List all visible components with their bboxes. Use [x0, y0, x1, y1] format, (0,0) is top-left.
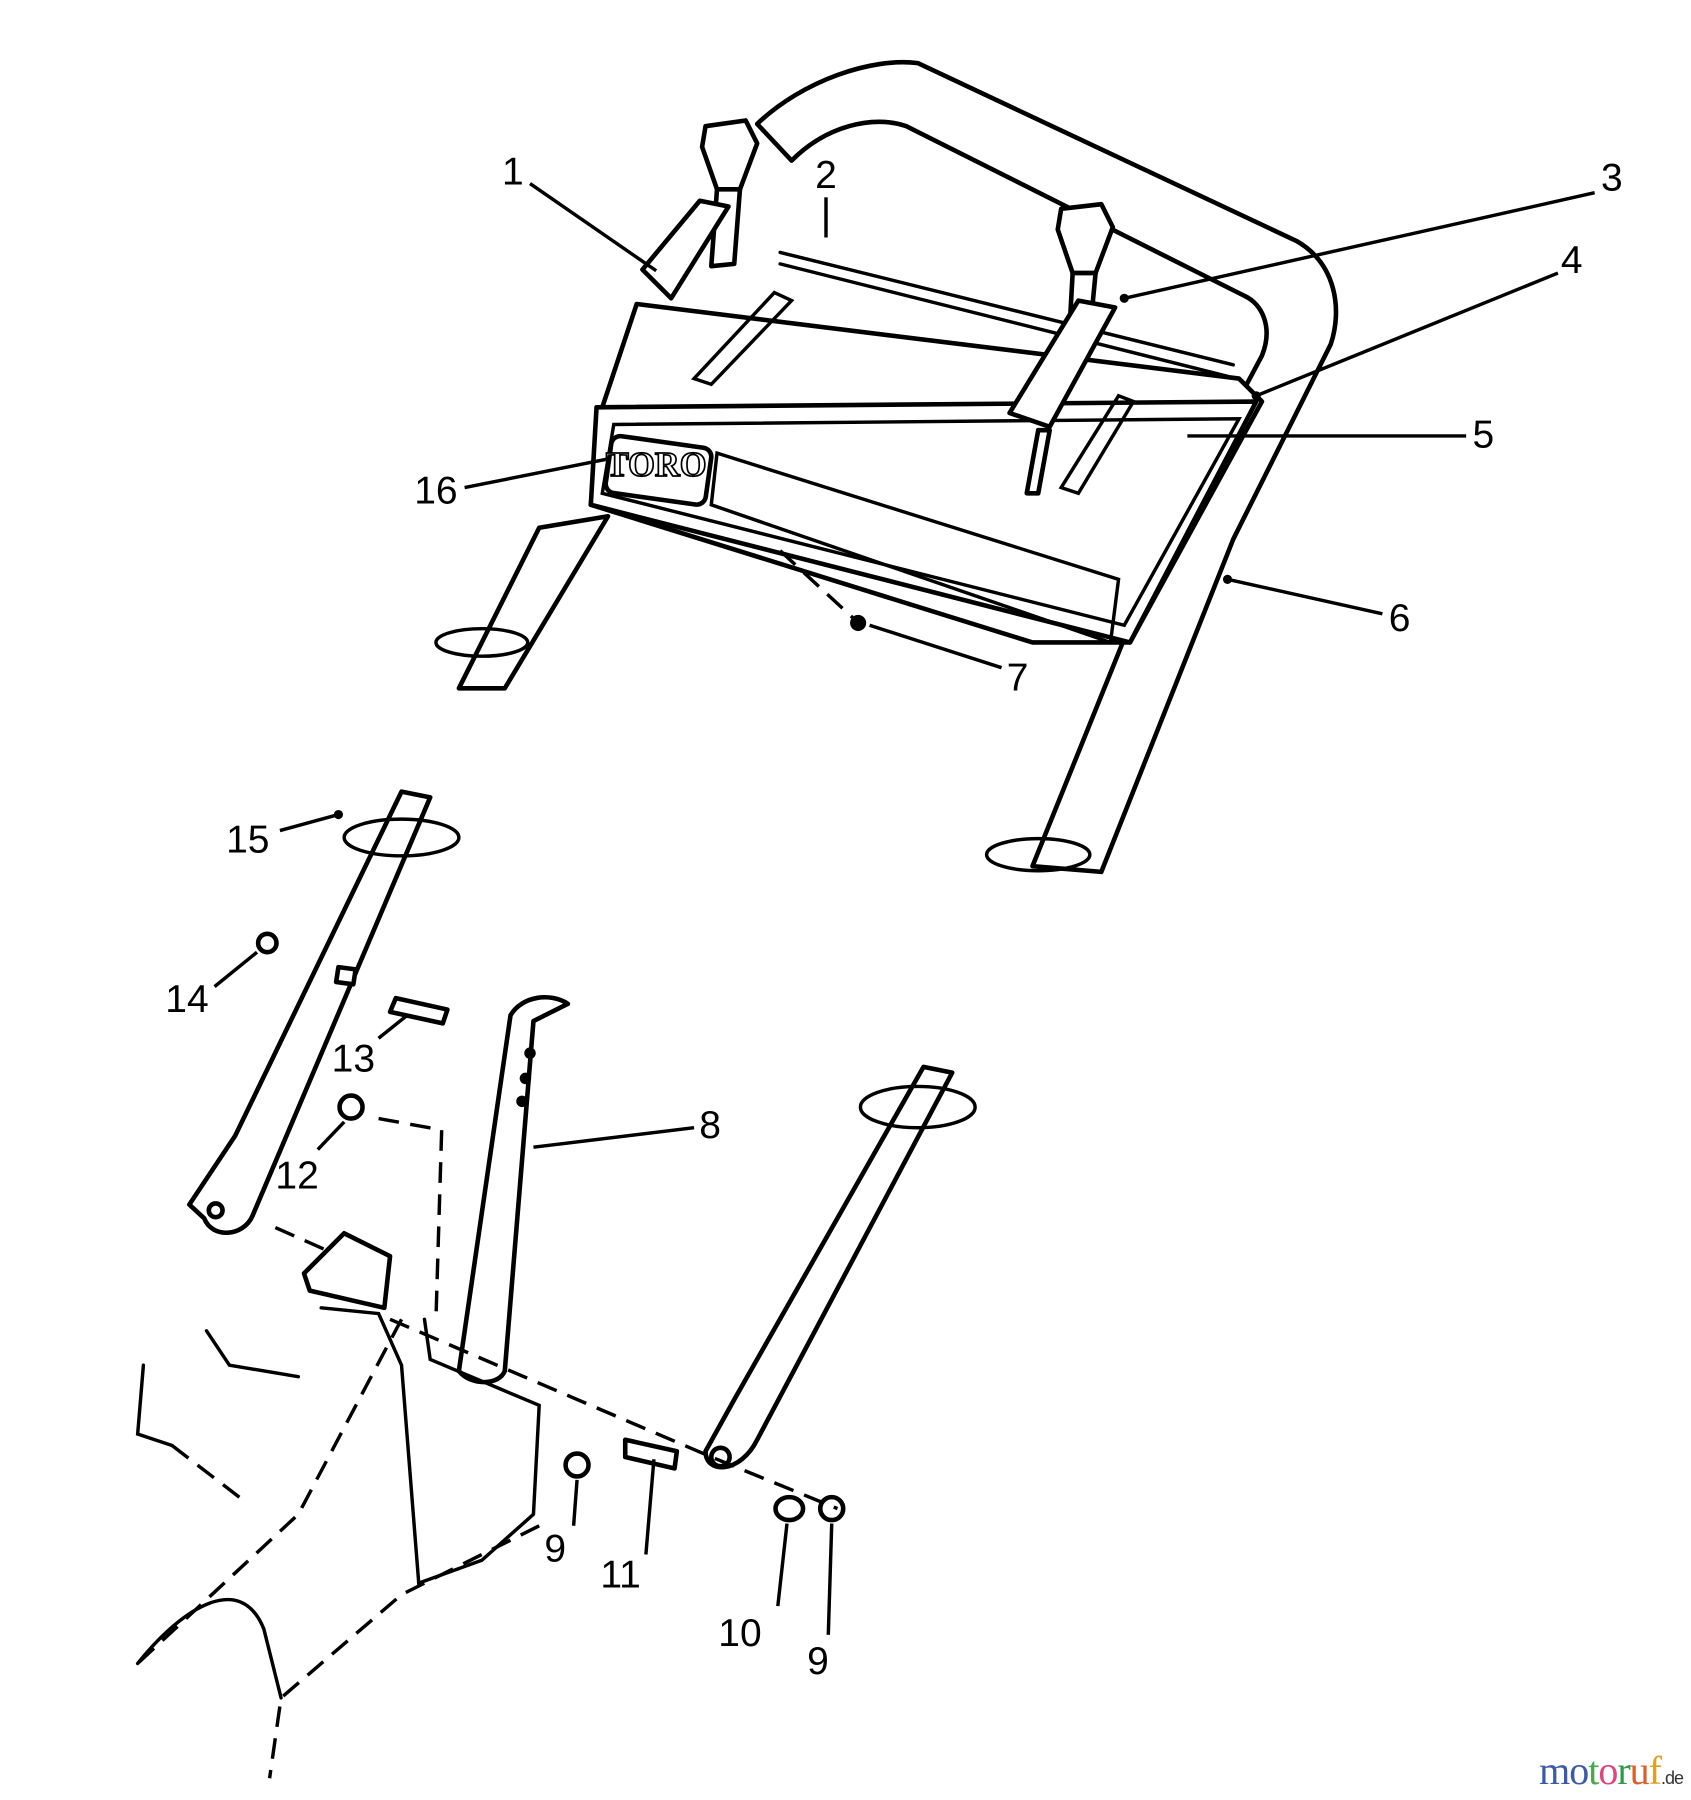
callout-1: 1 — [502, 151, 524, 194]
watermark-letter: t — [1588, 1748, 1599, 1793]
callout-3: 3 — [1601, 156, 1623, 199]
callout-labels: 1 2 3 4 5 6 7 8 9 9 10 11 12 13 14 15 16 — [165, 151, 1622, 1683]
callout-9: 9 — [807, 1640, 829, 1683]
callout-14: 14 — [165, 978, 208, 1021]
callout-2: 2 — [815, 154, 837, 197]
upper-handle — [434, 60, 1339, 875]
hardware — [274, 1116, 846, 1523]
watermark-letter: m — [1539, 1748, 1570, 1793]
callout-8: 8 — [699, 1104, 721, 1147]
leader-lines — [213, 182, 1596, 1635]
callout-13: 13 — [332, 1037, 375, 1080]
lever-right — [1007, 201, 1118, 496]
callout-9: 9 — [544, 1527, 566, 1570]
lower-left-handle — [186, 789, 461, 1235]
watermark-suffix: .de — [1660, 1768, 1684, 1788]
control-panel: TORO — [588, 250, 1265, 645]
mower-deck — [135, 1230, 541, 1779]
bracket — [456, 995, 571, 1385]
watermark-letter: f — [1648, 1748, 1662, 1793]
watermark-letter: r — [1617, 1748, 1630, 1793]
callout-4: 4 — [1561, 239, 1583, 282]
callout-5: 5 — [1473, 413, 1495, 456]
watermark-letter: o — [1569, 1748, 1589, 1793]
callout-15: 15 — [226, 818, 269, 861]
callout-6: 6 — [1389, 597, 1411, 640]
toro-logo: TORO — [606, 446, 707, 484]
watermark-logo: motoruf.de — [1539, 1747, 1684, 1794]
watermark-letter: o — [1598, 1748, 1618, 1793]
callout-10: 10 — [718, 1612, 761, 1655]
callout-7: 7 — [1007, 657, 1029, 700]
callout-16: 16 — [414, 470, 457, 513]
watermark-letter: u — [1629, 1748, 1650, 1793]
callout-12: 12 — [275, 1154, 318, 1197]
lower-right-handle — [703, 1064, 977, 1470]
lever-left — [640, 118, 760, 301]
callout-11: 11 — [600, 1554, 641, 1597]
